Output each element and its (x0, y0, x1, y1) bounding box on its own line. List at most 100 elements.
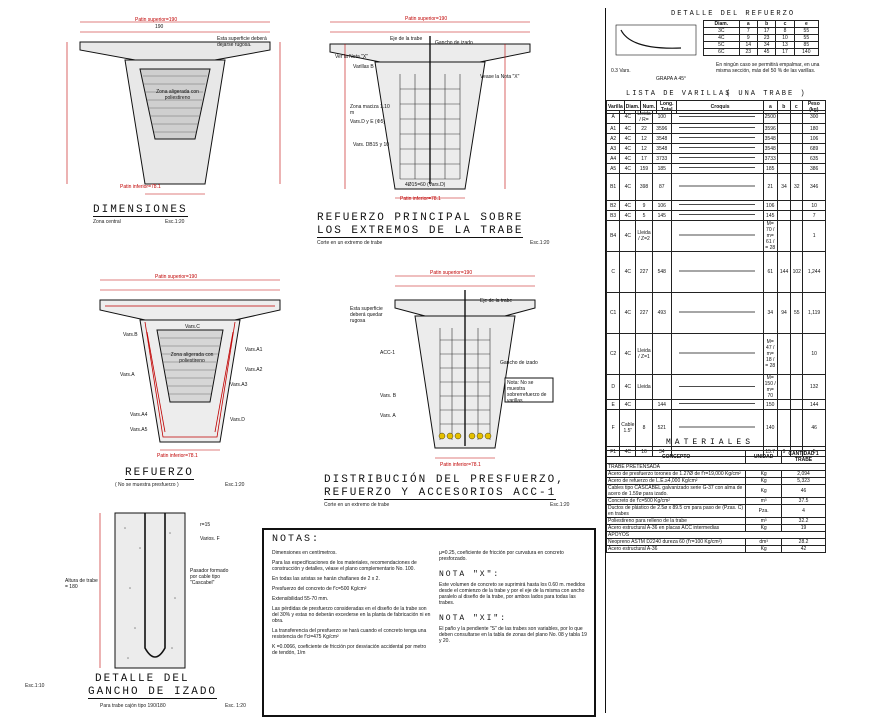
cell (635, 399, 653, 410)
cell (651, 374, 672, 400)
croquis-cell (670, 163, 764, 174)
refuerzo-extremos-title-2: LOS EXTREMOS DE LA TRABE (317, 225, 524, 238)
col-header: CONCEPTO (605, 450, 747, 464)
cell: 85 (793, 41, 820, 49)
note-item: Dimensiones en centímetros. (272, 550, 337, 556)
notes-box: NOTAS: Dimensiones en centímetros. Para … (262, 528, 596, 717)
cell: 2,094 (781, 470, 826, 478)
refuerzo-scale: Esc.1:20 (225, 482, 245, 488)
cell: 4C (619, 220, 637, 252)
cell: A4 (605, 153, 621, 164)
cell: 17 (756, 27, 777, 35)
cell: 5,323 (781, 477, 826, 485)
refuerzo-extremos-label-vease: Vease la Nota "X" (480, 74, 520, 80)
cell: Pza. (745, 504, 783, 518)
cell (776, 210, 792, 221)
materiales: MATERIALES CONCEPTO UNIDAD CANTIDAD 1 TR… (605, 438, 826, 588)
view-refuerzo-extremos: Patin superior=190 Gancho de izado Eje d… (305, 14, 560, 249)
cell: 132 (802, 374, 826, 400)
cell (790, 399, 804, 410)
cell: 3548 (762, 143, 778, 154)
cell (776, 374, 792, 400)
croquis-cell (670, 333, 764, 375)
cell: 23 (738, 48, 758, 56)
dimensiones-bottom-label: Patin inferior=78.1 (120, 184, 161, 190)
distribucion-label-vars-a: Vars. A (380, 413, 396, 419)
cell: 94 (776, 292, 792, 334)
gancho-scale: Esc. 1:20 (225, 703, 246, 709)
refuerzo-extremos-scale: Esc.1:20 (530, 240, 550, 246)
cell (790, 133, 804, 144)
distribucion-label-nota: Nota: No se muestra sobrerrefuerzo de va… (507, 380, 547, 404)
distribucion-title-2: REFUERZO Y ACCESORIOS ACC-1 (324, 487, 557, 500)
cell: Lleida / Z=1 (635, 333, 653, 375)
table-row: Acero estructural A-36 en placas ACC int… (605, 524, 826, 532)
croquis-cell (670, 292, 764, 334)
cell (790, 123, 804, 134)
cell: 17 (775, 48, 795, 56)
dimensiones-note-top: Esta superficie deberá dejarse rugosa. (217, 36, 267, 48)
cell: C2 (605, 333, 621, 375)
croquis-cell (670, 133, 764, 144)
croquis-sketch (679, 147, 756, 148)
table-row: Ductos de plástico de 2.5ø x 89.5 cm par… (605, 504, 826, 518)
cell: M= 150 / m= 70 (762, 374, 778, 400)
cell: 34 (756, 41, 777, 49)
refuerzo-label-vars-a2: Vars.A2 (245, 367, 263, 373)
cell: 493 (651, 292, 672, 334)
cell (790, 374, 804, 400)
cell: B3 (605, 210, 621, 221)
cell (776, 220, 792, 252)
cell: 100 (651, 110, 672, 124)
nota-xi-title: NOTA "XI": (439, 614, 508, 623)
distribucion-subtitle: Corte en un extremo de trabe (324, 502, 390, 508)
cell: m³ (745, 517, 783, 525)
cell (790, 153, 804, 164)
cell (776, 153, 792, 164)
note-item: K =0.0066, coeficiente de fricción por d… (272, 644, 427, 656)
cell: 87 (651, 173, 672, 201)
cell: 4C (619, 333, 637, 375)
materiales-table: CONCEPTO UNIDAD CANTIDAD 1 TRABE TRABE P… (605, 450, 826, 553)
croquis-cell (670, 153, 764, 164)
nota-xi-text: El paño y la pendiente "S" de las trabes… (439, 626, 587, 644)
refuerzo-extremos-label-db15: Vars. DB15 y 10 (353, 142, 390, 148)
gancho-title-1: DETALLE DEL (95, 673, 190, 685)
cell (651, 333, 672, 375)
lista-varillas-title: LISTA DE VARILLAS (626, 90, 732, 98)
note-item: En todas las aristas se harán chaflanes … (272, 576, 380, 582)
cell: Acero estructural A-36 (605, 545, 747, 553)
cell: Acero estructural A-36 en placas ACC int… (605, 524, 747, 532)
gancho-label-r15: r=15 (200, 522, 211, 528)
cell: 346 (802, 173, 826, 201)
gancho-label-altura: Altura de trabe = 180 (65, 578, 98, 590)
refuerzo-label-vars-b: Vars.B (123, 332, 138, 338)
cell: B1 (605, 173, 621, 201)
cell: 7 (738, 27, 758, 35)
cell: 185 (651, 163, 672, 174)
gancho-subtitle: Para trabe cajón tipo 190/180 (100, 703, 166, 709)
cell: 4C (619, 163, 637, 174)
distribucion-top-label: Patin superior=190 (430, 270, 473, 276)
cell: 4C (619, 110, 637, 124)
lista-varillas: LISTA DE VARILLAS ( UNA TRABE ) Varilla … (605, 90, 827, 457)
note-item: Presfuerzo del concreto de f'c=500 Kg/cm… (272, 586, 367, 592)
cell (776, 163, 792, 174)
materiales-title: MATERIALES (666, 438, 755, 447)
cell: 398 (635, 173, 653, 201)
cell: C1 (605, 292, 621, 334)
croquis-cell (670, 143, 764, 154)
croquis-cell (670, 173, 764, 201)
detalle-refuerzo-title: DETALLE DEL REFUERZO (671, 10, 796, 18)
notes-list-left: Dimensiones en centímetros. Para las esp… (272, 550, 432, 660)
cell: 145 (651, 210, 672, 221)
cell: 3548 (651, 133, 672, 144)
cell: 55 (790, 292, 804, 334)
